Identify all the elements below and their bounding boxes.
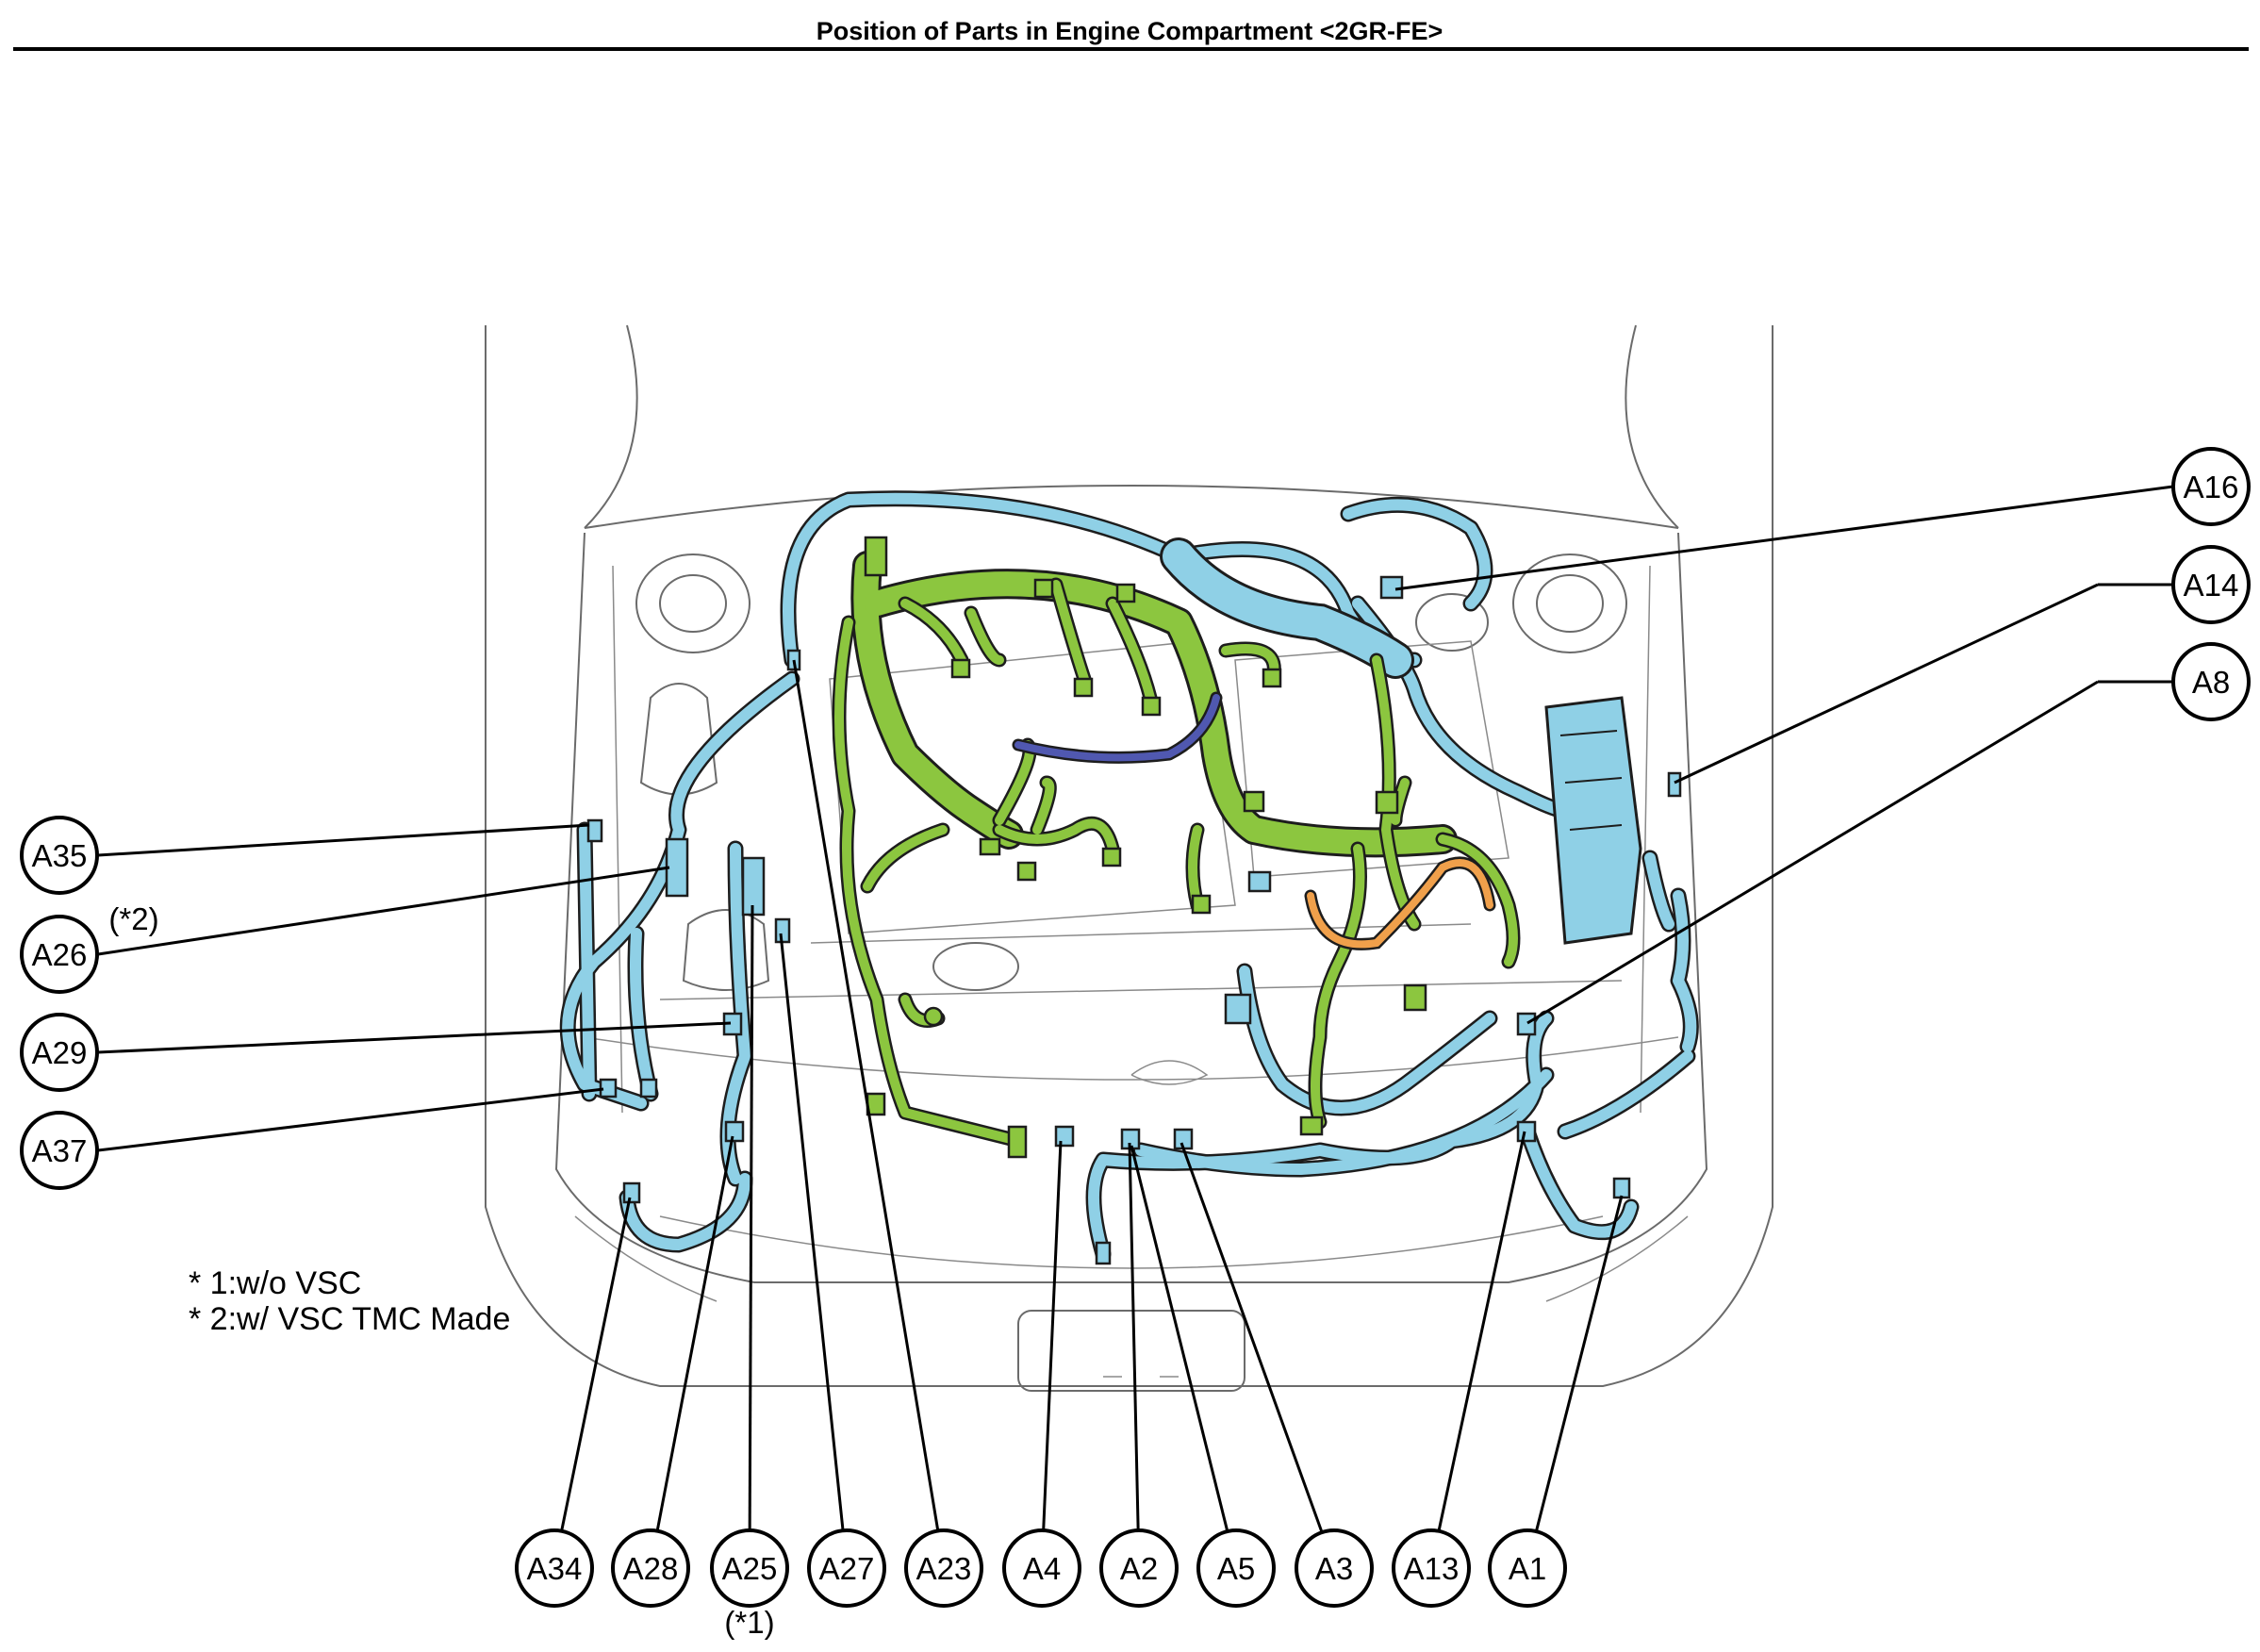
callout-label: A26 xyxy=(32,937,88,972)
callout-note: (*2) xyxy=(108,901,158,936)
callout-a26: A26 (*2) xyxy=(20,901,159,994)
navy-wire-harness xyxy=(1012,691,1223,764)
callout-label: A2 xyxy=(1120,1551,1158,1586)
callout-a2: A2 xyxy=(1099,1528,1179,1608)
callout-a23: A23 xyxy=(904,1528,983,1608)
callout-a4: A4 xyxy=(1002,1528,1081,1608)
callout-label: A4 xyxy=(1023,1551,1061,1586)
page-title: Position of Parts in Engine Compartment … xyxy=(817,17,1443,45)
callout-label: A34 xyxy=(527,1551,583,1586)
callout-label: A25 xyxy=(722,1551,778,1586)
footnote-1: * 1:w/o VSC xyxy=(189,1265,361,1301)
callout-label: A13 xyxy=(1404,1551,1460,1586)
orange-wire-harness xyxy=(1304,856,1496,950)
callout-label: A27 xyxy=(819,1551,875,1586)
callout-a34: A34 xyxy=(515,1528,594,1608)
callout-label: A3 xyxy=(1315,1551,1353,1586)
callout-note: (*1) xyxy=(724,1605,774,1640)
callout-a5: A5 xyxy=(1196,1528,1276,1608)
callout-a27: A27 xyxy=(807,1528,886,1608)
callout-a35: A35 xyxy=(20,816,99,895)
callout-a1: A1 xyxy=(1488,1528,1567,1608)
callout-a29: A29 xyxy=(20,1013,99,1092)
callout-label: A8 xyxy=(2192,665,2230,700)
footnotes: * 1:w/o VSC * 2:w/ VSC TMC Made xyxy=(189,1265,510,1337)
callout-label: A35 xyxy=(32,838,88,873)
callout-a16: A16 xyxy=(2171,447,2251,526)
callout-a28: A28 xyxy=(611,1528,690,1608)
callout-label: A16 xyxy=(2184,470,2239,504)
leader-lines xyxy=(97,485,2174,1567)
callout-a37: A37 xyxy=(20,1111,99,1190)
callout-label: A5 xyxy=(1217,1551,1255,1586)
callout-a25: A25 (*1) xyxy=(710,1528,789,1640)
callout-a13: A13 xyxy=(1392,1528,1471,1608)
callout-a14: A14 xyxy=(2171,545,2251,624)
callout-label: A29 xyxy=(32,1035,88,1070)
callout-label: A14 xyxy=(2184,568,2239,603)
callout-a3: A3 xyxy=(1295,1528,1374,1608)
callout-label: A37 xyxy=(32,1133,88,1168)
connector-blocks xyxy=(586,536,1682,1265)
callout-a8: A8 xyxy=(2171,642,2251,721)
blue-wire-harness xyxy=(559,490,1699,1263)
callout-label: A1 xyxy=(1509,1551,1546,1586)
callout-label: A28 xyxy=(623,1551,679,1586)
footnote-2: * 2:w/ VSC TMC Made xyxy=(189,1301,510,1337)
callout-label: A23 xyxy=(916,1551,972,1586)
